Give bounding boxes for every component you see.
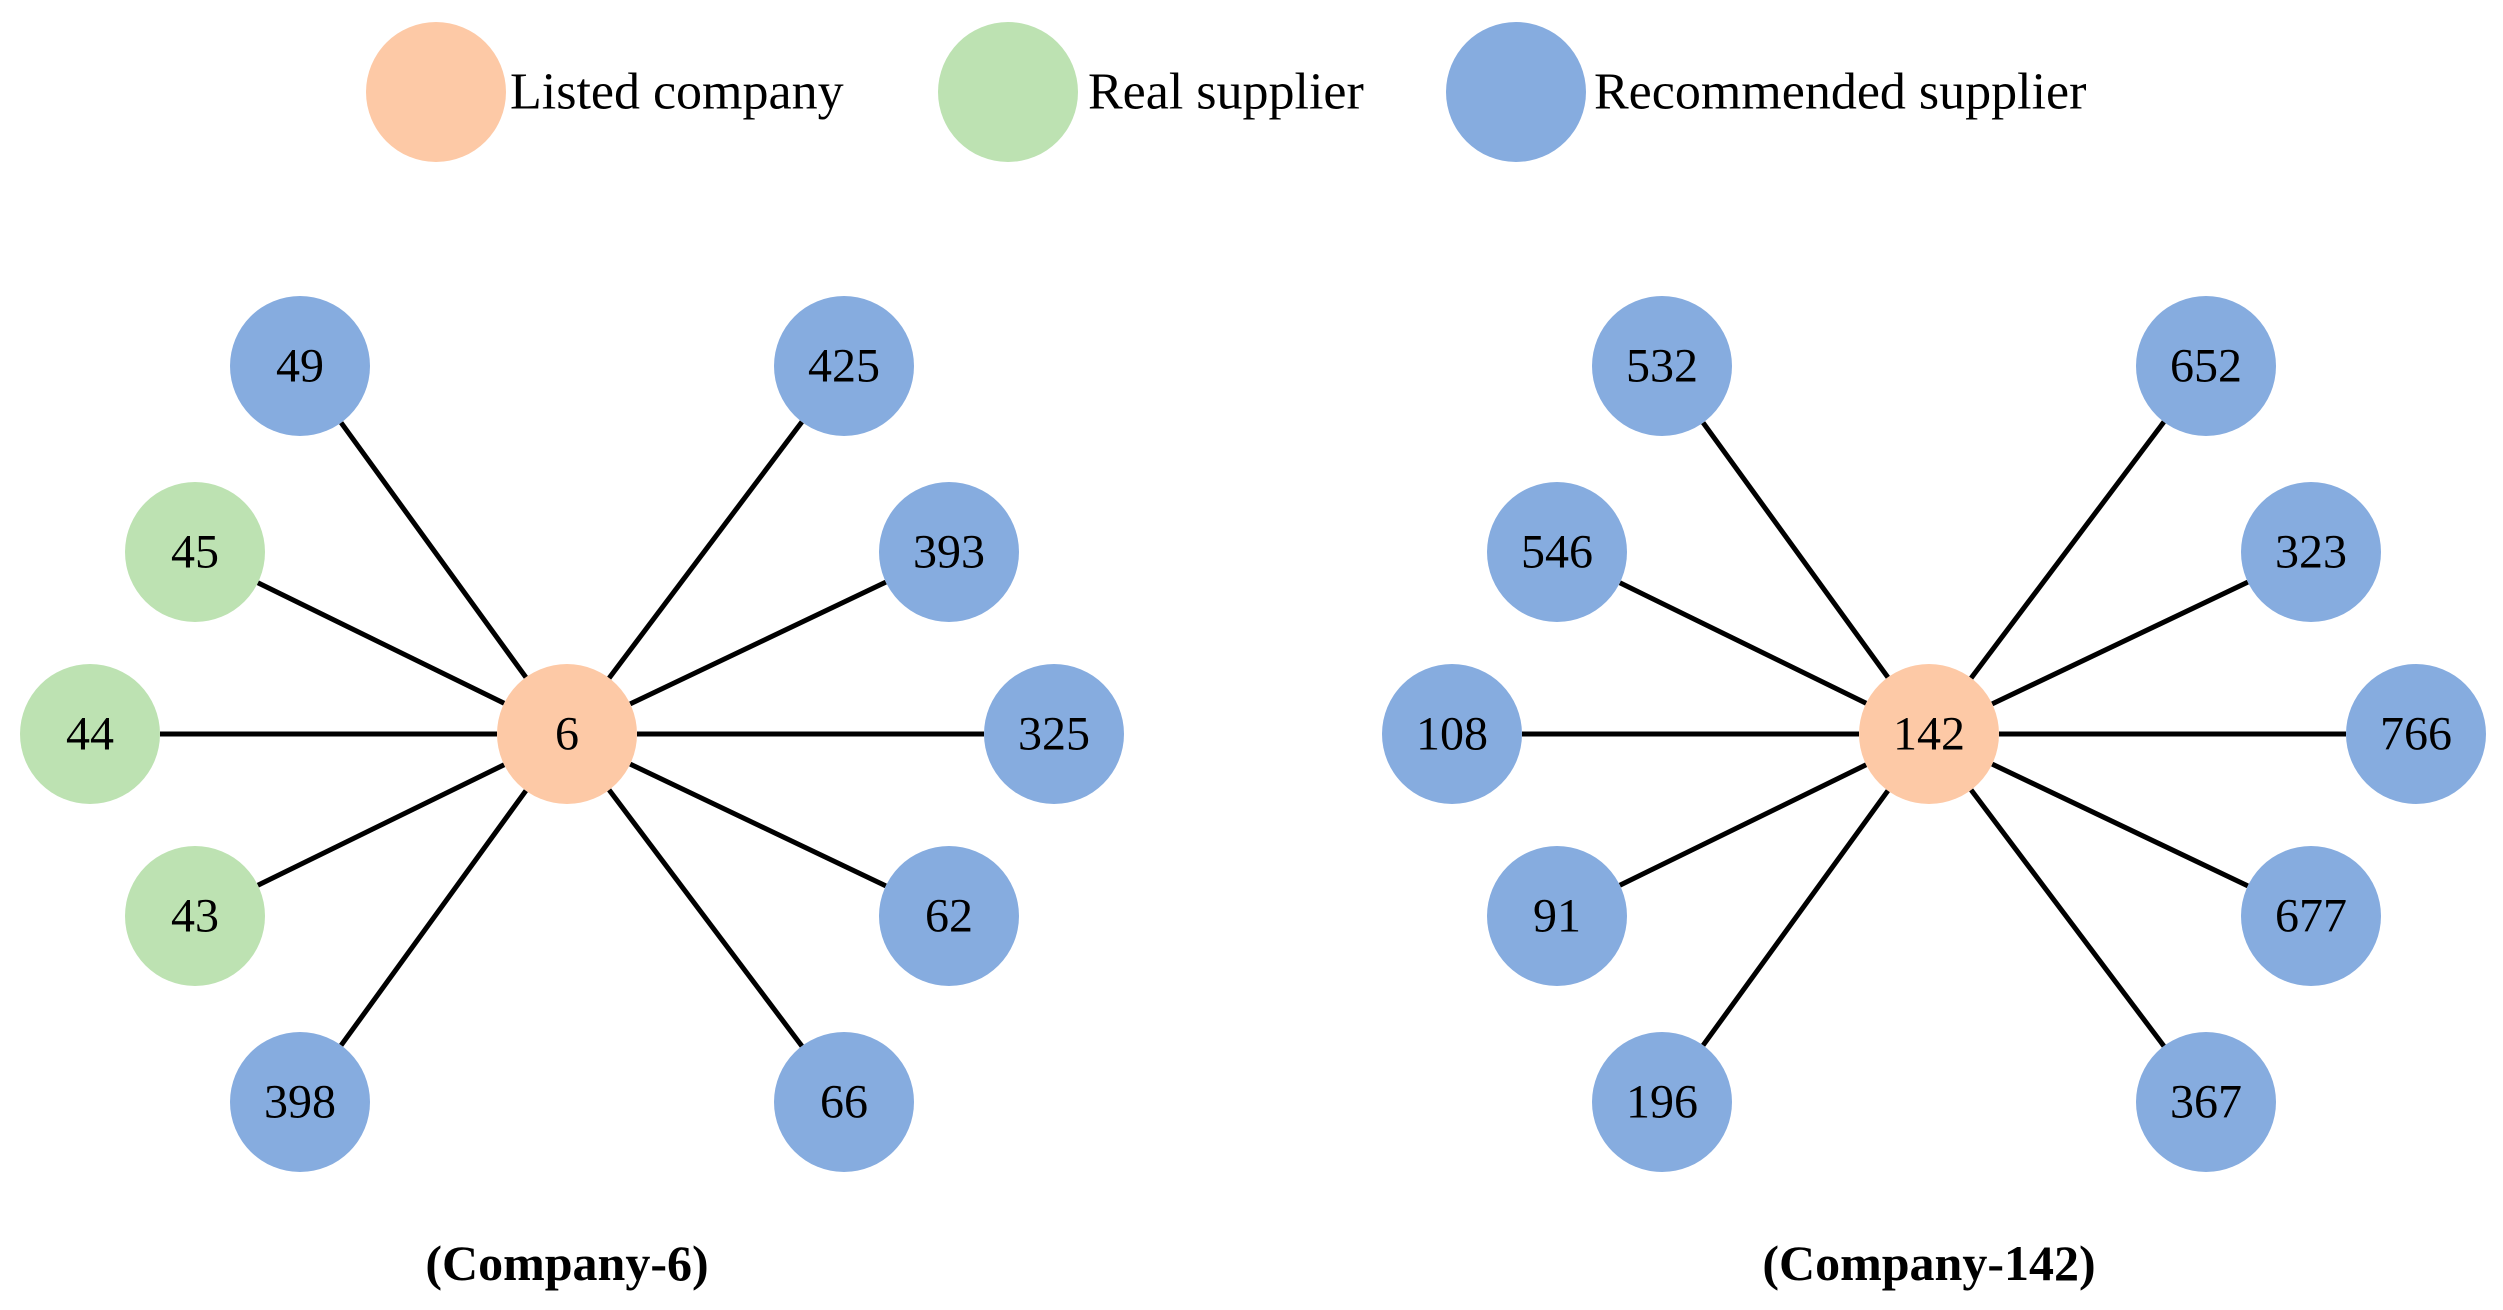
node-label-108: 108 bbox=[1416, 708, 1488, 761]
node-label-367: 367 bbox=[2170, 1076, 2242, 1129]
node-real-44 bbox=[20, 664, 160, 804]
node-recommended-425 bbox=[774, 296, 914, 436]
node-label-43: 43 bbox=[171, 890, 219, 943]
node-label-6: 6 bbox=[555, 708, 579, 761]
node-listed-company-6 bbox=[497, 664, 637, 804]
node-recommended-652 bbox=[2136, 296, 2276, 436]
node-recommended-532 bbox=[1592, 296, 1732, 436]
edge-6-49 bbox=[339, 421, 528, 679]
edge-142-532 bbox=[1701, 421, 1890, 679]
node-label-62: 62 bbox=[925, 890, 973, 943]
legend-label-listed: Listed company bbox=[510, 64, 844, 121]
legend-swatch-real bbox=[938, 22, 1078, 162]
node-label-142: 142 bbox=[1893, 708, 1965, 761]
node-recommended-325 bbox=[984, 664, 1124, 804]
node-label-393: 393 bbox=[913, 526, 985, 579]
edges bbox=[1522, 420, 2346, 1048]
node-label-398: 398 bbox=[264, 1076, 336, 1129]
edge-142-546 bbox=[1618, 580, 1868, 706]
node-listed-company-142 bbox=[1859, 664, 1999, 804]
node-real-43 bbox=[125, 846, 265, 986]
edge-6-66 bbox=[607, 788, 804, 1048]
node-label-196: 196 bbox=[1626, 1076, 1698, 1129]
edge-142-323 bbox=[1991, 579, 2249, 707]
node-label-44: 44 bbox=[66, 708, 114, 761]
edge-6-398 bbox=[339, 789, 528, 1047]
node-recommended-398 bbox=[230, 1032, 370, 1172]
edge-142-677 bbox=[1991, 761, 2249, 889]
node-label-45: 45 bbox=[171, 526, 219, 579]
node-recommended-66 bbox=[774, 1032, 914, 1172]
node-label-325: 325 bbox=[1018, 708, 1090, 761]
legend-label-recommended: Recommended supplier bbox=[1594, 64, 2086, 121]
graph-caption: (Company-6) bbox=[425, 1235, 708, 1291]
node-recommended-196 bbox=[1592, 1032, 1732, 1172]
legend-label-real: Real supplier bbox=[1088, 64, 1364, 121]
edge-6-425 bbox=[607, 420, 804, 680]
edge-142-91 bbox=[1618, 762, 1868, 888]
node-recommended-367 bbox=[2136, 1032, 2276, 1172]
node-recommended-766 bbox=[2346, 664, 2486, 804]
edge-6-43 bbox=[256, 762, 506, 888]
node-recommended-108 bbox=[1382, 664, 1522, 804]
node-recommended-677 bbox=[2241, 846, 2381, 986]
graph-caption: (Company-142) bbox=[1762, 1235, 2095, 1291]
edge-142-652 bbox=[1969, 420, 2166, 680]
node-recommended-49 bbox=[230, 296, 370, 436]
node-label-91: 91 bbox=[1533, 890, 1581, 943]
node-label-677: 677 bbox=[2275, 890, 2347, 943]
edges bbox=[160, 420, 984, 1048]
node-label-532: 532 bbox=[1626, 340, 1698, 393]
node-label-766: 766 bbox=[2380, 708, 2452, 761]
node-label-49: 49 bbox=[276, 340, 324, 393]
edge-142-367 bbox=[1969, 788, 2166, 1048]
edge-142-196 bbox=[1701, 789, 1890, 1047]
node-recommended-323 bbox=[2241, 482, 2381, 622]
node-recommended-393 bbox=[879, 482, 1019, 622]
node-label-66: 66 bbox=[820, 1076, 868, 1129]
legend-swatch-recommended bbox=[1446, 22, 1586, 162]
node-real-45 bbox=[125, 482, 265, 622]
legend: Listed company Real supplier Recommended s… bbox=[366, 22, 2086, 162]
edge-6-393 bbox=[629, 579, 887, 707]
node-label-323: 323 bbox=[2275, 526, 2347, 579]
edge-6-45 bbox=[256, 580, 506, 706]
node-recommended-546 bbox=[1487, 482, 1627, 622]
node-recommended-62 bbox=[879, 846, 1019, 986]
edge-6-62 bbox=[629, 761, 887, 889]
node-recommended-91 bbox=[1487, 846, 1627, 986]
node-label-546: 546 bbox=[1521, 526, 1593, 579]
nodes: 532 652 546 323 108 766 91 677 196 367 142 bbox=[1382, 296, 2486, 1172]
graph-company-142: 532 652 546 323 108 766 91 677 196 367 142 (Company… bbox=[1382, 296, 2486, 1291]
node-label-652: 652 bbox=[2170, 340, 2242, 393]
legend-swatch-listed bbox=[366, 22, 506, 162]
node-label-425: 425 bbox=[808, 340, 880, 393]
